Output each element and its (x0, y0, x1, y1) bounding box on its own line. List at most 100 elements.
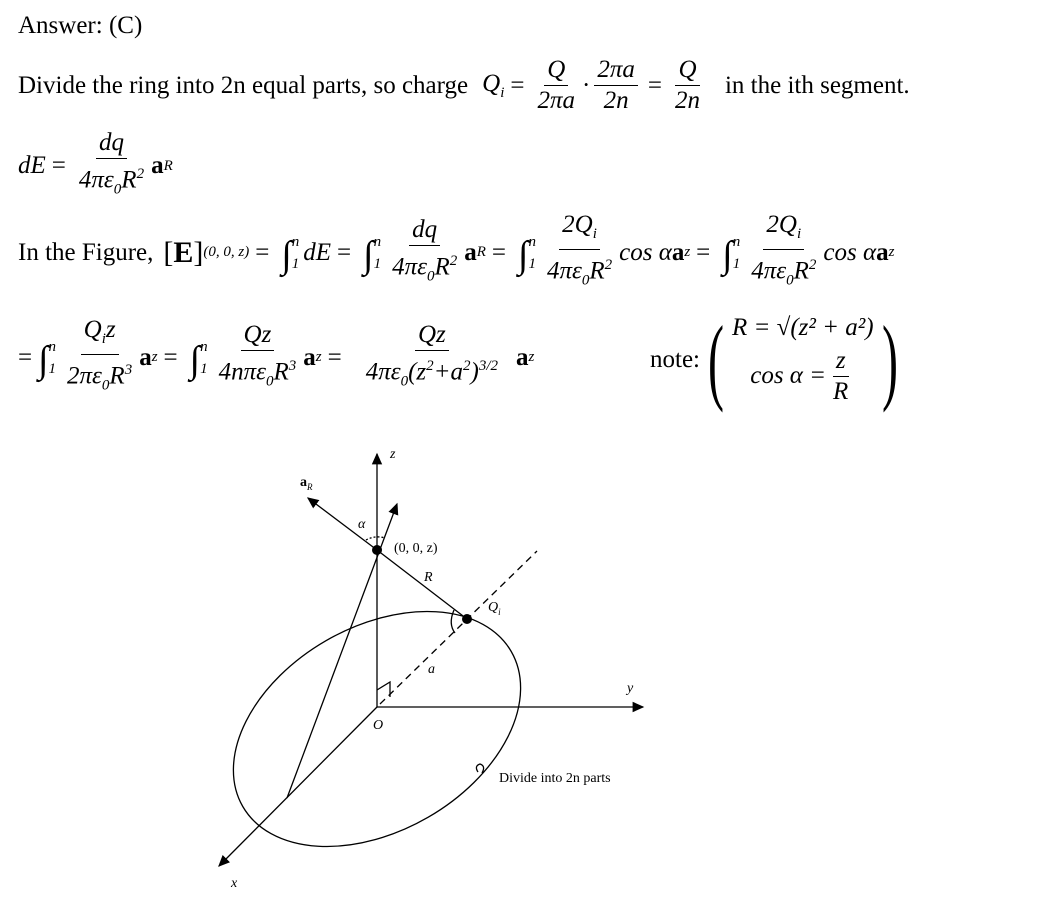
p: 3 (288, 357, 297, 374)
qi: Qi (482, 70, 504, 102)
equals: = (327, 343, 342, 371)
d: 4πε (365, 357, 401, 385)
unit-vector: a (516, 343, 529, 371)
text: in the ith segment. (724, 71, 910, 99)
caption: Divide into 2n parts (499, 771, 611, 786)
sub: R (476, 244, 486, 261)
lo: 1 (373, 255, 382, 272)
integral-icon: ∫ (281, 233, 292, 276)
equals: = (18, 343, 33, 371)
num: dq (409, 215, 441, 246)
z: z (105, 316, 116, 343)
bracket-e: [E] (163, 235, 204, 269)
cos-def: cos α = (750, 362, 827, 389)
unit-vector: a (303, 343, 316, 371)
n: 2Q (562, 211, 593, 238)
p: +a (433, 357, 464, 385)
p: (z (408, 357, 427, 385)
s: 0 (581, 272, 590, 289)
s: 2 (463, 357, 471, 374)
sub: z (684, 244, 691, 261)
s: i (101, 331, 106, 347)
hi: n (528, 233, 536, 250)
p: 2 (808, 257, 817, 273)
radius-dashed (379, 550, 538, 705)
num: Qz (240, 320, 275, 351)
e: 3/2 (478, 357, 499, 374)
integral-icon: ∫ (363, 233, 374, 276)
den: 4πε0R2 (544, 250, 615, 295)
equals: = (647, 71, 662, 99)
den: 2n (603, 87, 629, 114)
ring (232, 610, 522, 848)
unit-vector: a (464, 238, 477, 266)
hi: n (200, 338, 208, 355)
num: dq (95, 128, 127, 159)
ar-label: aR (300, 475, 313, 492)
num: Q (544, 55, 569, 86)
sub: z (528, 349, 535, 366)
dot: · (582, 71, 591, 99)
lo: 1 (528, 255, 536, 272)
right-angle (376, 680, 391, 697)
r: R (434, 252, 450, 280)
p: 2 (136, 166, 145, 182)
sub: z (151, 349, 158, 366)
a: a (300, 475, 307, 490)
equals: = (510, 71, 525, 99)
n: 2Q (766, 211, 797, 238)
charge-point (462, 614, 472, 624)
p: 2 (604, 257, 613, 273)
e: E (173, 235, 194, 269)
point-label: (0, 0, z) (394, 541, 438, 556)
qi-label: Qi (488, 600, 501, 617)
left-paren: ( (707, 306, 724, 413)
z-label: z (390, 447, 396, 462)
den: 4πε0(z2+a2)3/2 (352, 351, 512, 396)
cos: cos α (823, 238, 877, 266)
s: i (498, 606, 501, 617)
sub: R (163, 157, 173, 174)
equals: = (51, 152, 66, 180)
text: In the Figure, (18, 238, 154, 266)
d: 4πε (546, 257, 582, 285)
lo: 1 (732, 255, 741, 272)
charge-equation: Divide the ring into 2n equal parts, so … (18, 55, 910, 116)
den: 4πε0R2 (76, 159, 147, 204)
sub: i (500, 84, 505, 101)
unit-vector: a (671, 238, 685, 266)
den: 2n (674, 87, 700, 114)
s: 0 (113, 181, 122, 198)
r: R (589, 257, 605, 285)
x-label: x (231, 876, 238, 891)
lo: 1 (291, 255, 300, 272)
integral-icon: ∫ (38, 338, 49, 381)
field-point (372, 545, 382, 555)
note-label: note: (650, 346, 700, 373)
d: 4πε (392, 252, 427, 280)
num: Qz (414, 320, 449, 351)
unit-vector: a (151, 152, 164, 180)
sub: (0, 0, z) (203, 244, 250, 261)
equals: = (255, 238, 270, 266)
num: 2πa (594, 55, 638, 86)
den: R (833, 377, 849, 405)
s: 2 (426, 357, 434, 374)
den: 4nπε0R3 (216, 351, 300, 396)
equals: = (696, 238, 711, 266)
s: i (592, 226, 597, 242)
